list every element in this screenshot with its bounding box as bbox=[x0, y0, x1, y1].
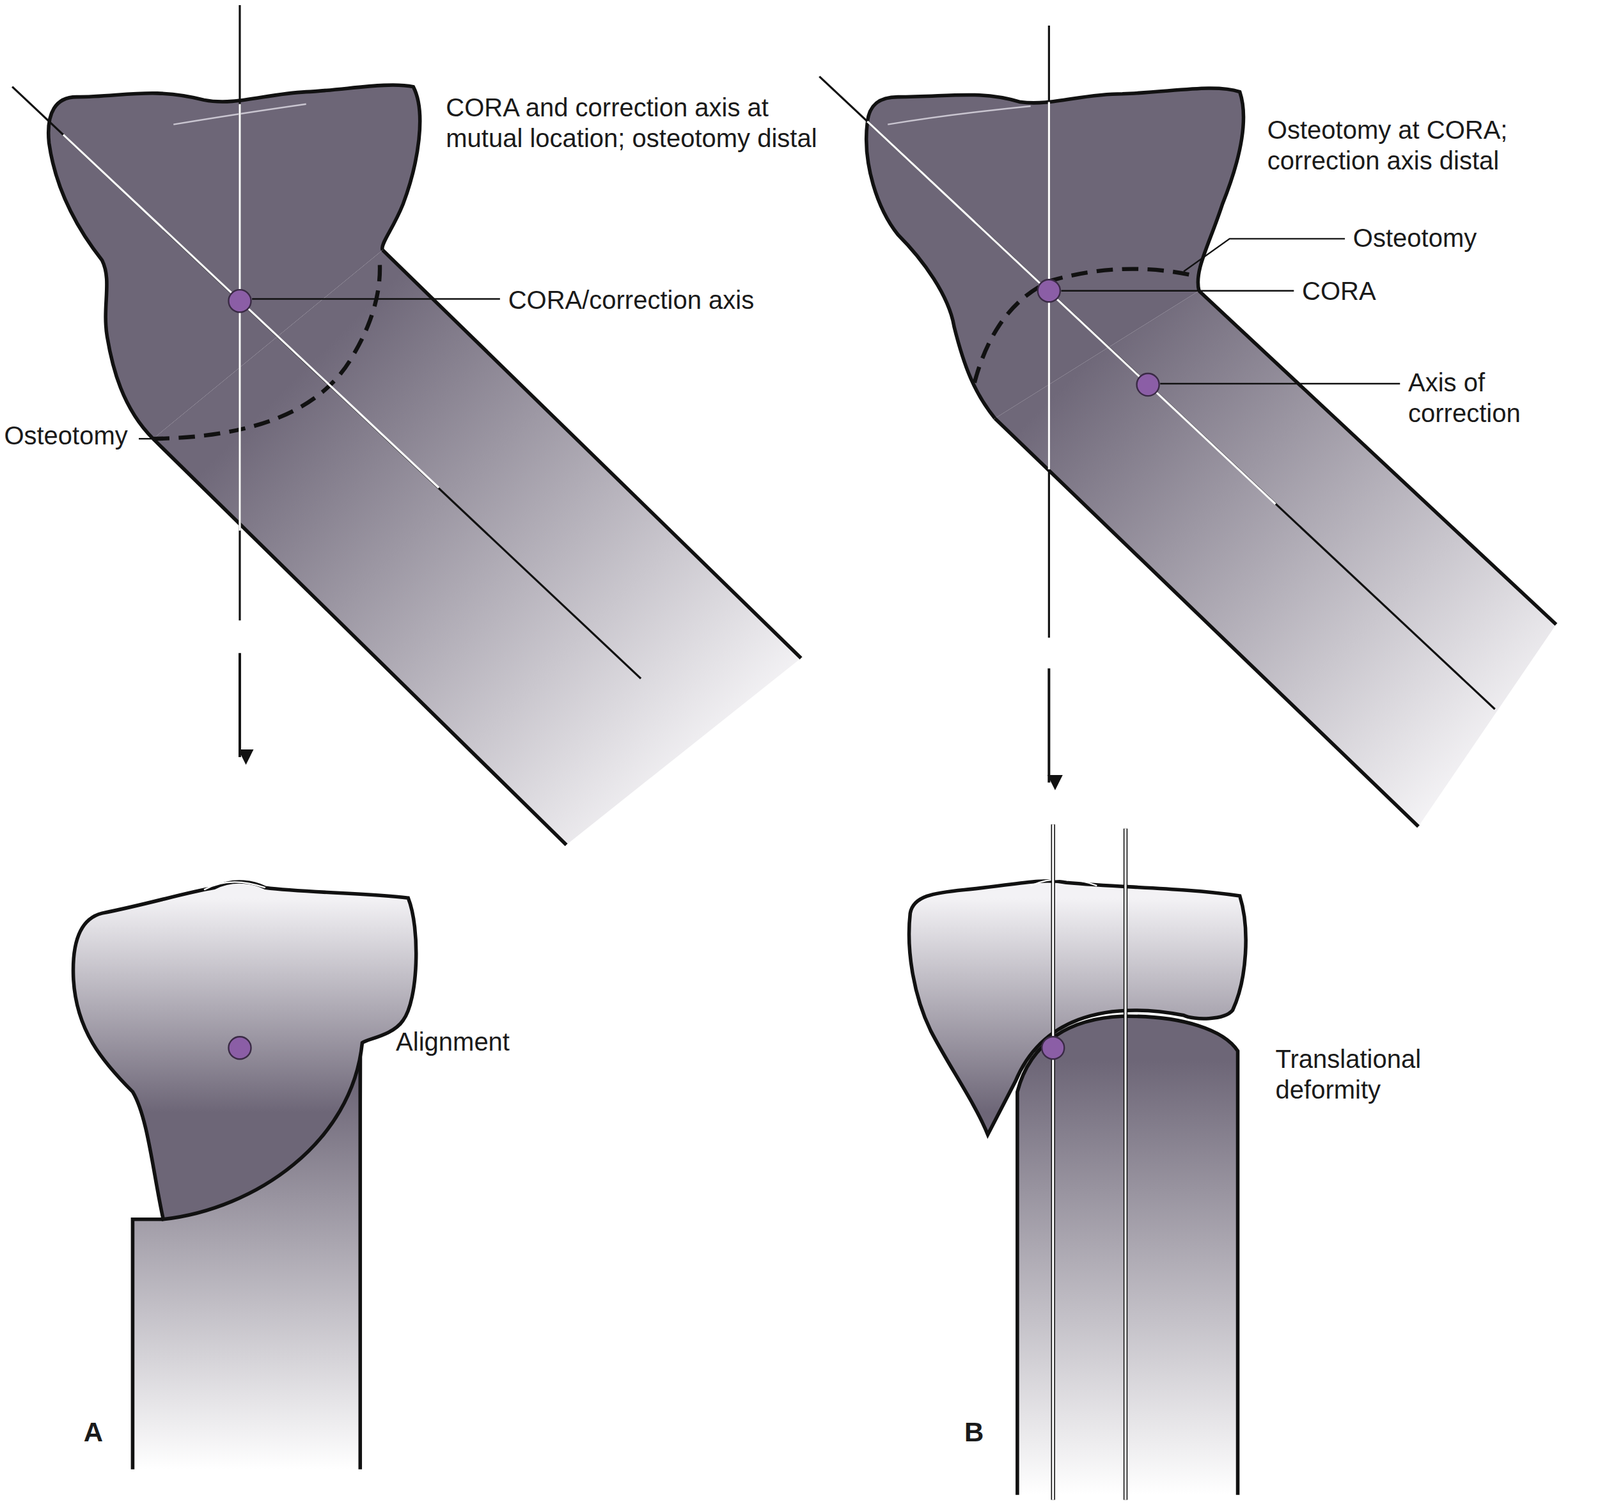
bone-outline bbox=[382, 250, 801, 659]
head-axis bbox=[238, 104, 241, 531]
leader-line bbox=[251, 298, 501, 300]
joint-surface bbox=[1030, 879, 1098, 886]
transform-arrow bbox=[238, 652, 242, 758]
transform-arrow bbox=[1047, 668, 1051, 783]
leader-line bbox=[1183, 238, 1345, 272]
bone-head bbox=[72, 881, 416, 1220]
panel-letter: A bbox=[83, 1416, 125, 1449]
panel-note: Osteotomy at CORA; correction axis dista… bbox=[1267, 114, 1559, 176]
osteotomy-line bbox=[152, 260, 380, 439]
shaft-axis bbox=[867, 121, 1276, 504]
bone-head bbox=[909, 881, 1247, 1136]
joint-surface bbox=[203, 881, 266, 890]
result-label: Translational deformity bbox=[1275, 1043, 1455, 1106]
panel-letter: B bbox=[964, 1416, 1006, 1449]
bone-outline bbox=[48, 85, 421, 439]
callout-label: Osteotomy bbox=[3, 420, 137, 451]
cora-dot bbox=[1037, 279, 1061, 302]
leader-line bbox=[138, 438, 153, 440]
bone-outline bbox=[1199, 290, 1556, 625]
bone-outline bbox=[152, 438, 566, 845]
joint-surface bbox=[887, 106, 1031, 125]
callout-label: Axis of correction bbox=[1408, 367, 1551, 429]
head-axis bbox=[1051, 824, 1054, 1500]
head-axis bbox=[1048, 25, 1051, 638]
cora-dot bbox=[228, 1036, 251, 1059]
bone-outline bbox=[132, 1219, 164, 1470]
result-label: Alignment bbox=[395, 1026, 559, 1058]
callout-label: CORA/correction axis bbox=[508, 284, 785, 316]
bone-head bbox=[48, 85, 421, 439]
shaft-axis bbox=[1124, 828, 1127, 1501]
bone-outline bbox=[995, 418, 1419, 827]
bone-head bbox=[866, 88, 1244, 419]
bone-outline bbox=[866, 88, 1244, 419]
leader-line bbox=[1060, 290, 1294, 292]
leader-line bbox=[1160, 383, 1400, 385]
bone-outline bbox=[358, 1041, 362, 1470]
bone-shaft bbox=[995, 290, 1557, 827]
shaft-axis bbox=[12, 86, 641, 679]
correction-axis-dot bbox=[1137, 373, 1160, 396]
cora-dot bbox=[228, 289, 251, 313]
cora-dot bbox=[1041, 1036, 1065, 1059]
callout-label: Osteotomy bbox=[1353, 222, 1506, 254]
panel-note: CORA and correction axis at mutual locat… bbox=[445, 92, 829, 154]
shaft-axis bbox=[1123, 828, 1128, 1501]
head-axis bbox=[1051, 824, 1056, 1500]
callout-label: CORA bbox=[1301, 275, 1405, 307]
